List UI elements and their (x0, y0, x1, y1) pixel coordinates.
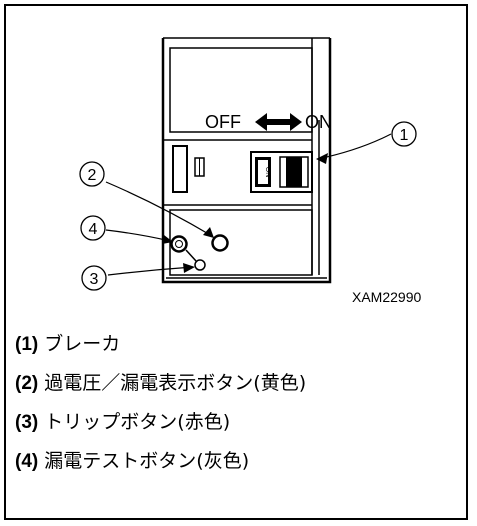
callout-3-leader (107, 266, 194, 276)
svg-text:2: 2 (88, 167, 97, 184)
legend-number: (2) (15, 373, 39, 394)
svg-text:1: 1 (400, 127, 409, 144)
legend-text: 過電圧／漏電表示ボタン(黄色) (44, 372, 307, 394)
legend-text: ブレーカ (44, 333, 121, 355)
breaker-panel (161, 37, 332, 284)
legend: (1) ブレーカ (2) 過電圧／漏電表示ボタン(黄色) (3) トリップボタン… (15, 325, 455, 481)
figure-frame (4, 4, 468, 520)
svg-text:3: 3 (90, 271, 99, 288)
off-label: OFF (205, 112, 241, 132)
figure-id: XAM22990 (352, 289, 421, 305)
legend-number: (1) (15, 334, 39, 355)
breaker-toggle (250, 151, 313, 193)
callout-1: 1 (391, 121, 417, 147)
legend-number: (3) (15, 412, 39, 433)
callout-2-leader (105, 181, 213, 237)
leak-test-button (170, 235, 188, 253)
legend-item-2: (2) 過電圧／漏電表示ボタン(黄色) (15, 364, 455, 403)
legend-item-4: (4) 漏電テストボタン(灰色) (15, 442, 455, 481)
callout-4: 4 (80, 215, 106, 241)
left-switch (172, 145, 205, 193)
callout-4-leader (105, 229, 171, 242)
trip-button (185, 249, 206, 271)
legend-item-1: (1) ブレーカ (15, 325, 455, 364)
callout-3: 3 (81, 265, 107, 291)
legend-number: (4) (15, 451, 39, 472)
legend-text: トリップボタン(赤色) (44, 411, 231, 433)
legend-item-3: (3) トリップボタン(赤色) (15, 403, 455, 442)
callout-2: 2 (79, 161, 105, 187)
overvoltage-indicator-button (211, 234, 229, 252)
double-arrow-icon (255, 113, 302, 131)
breaker-switch-label: ON (264, 167, 271, 178)
legend-text: 漏電テストボタン(灰色) (44, 450, 250, 472)
svg-text:4: 4 (89, 221, 98, 238)
on-label: ON (305, 112, 332, 132)
